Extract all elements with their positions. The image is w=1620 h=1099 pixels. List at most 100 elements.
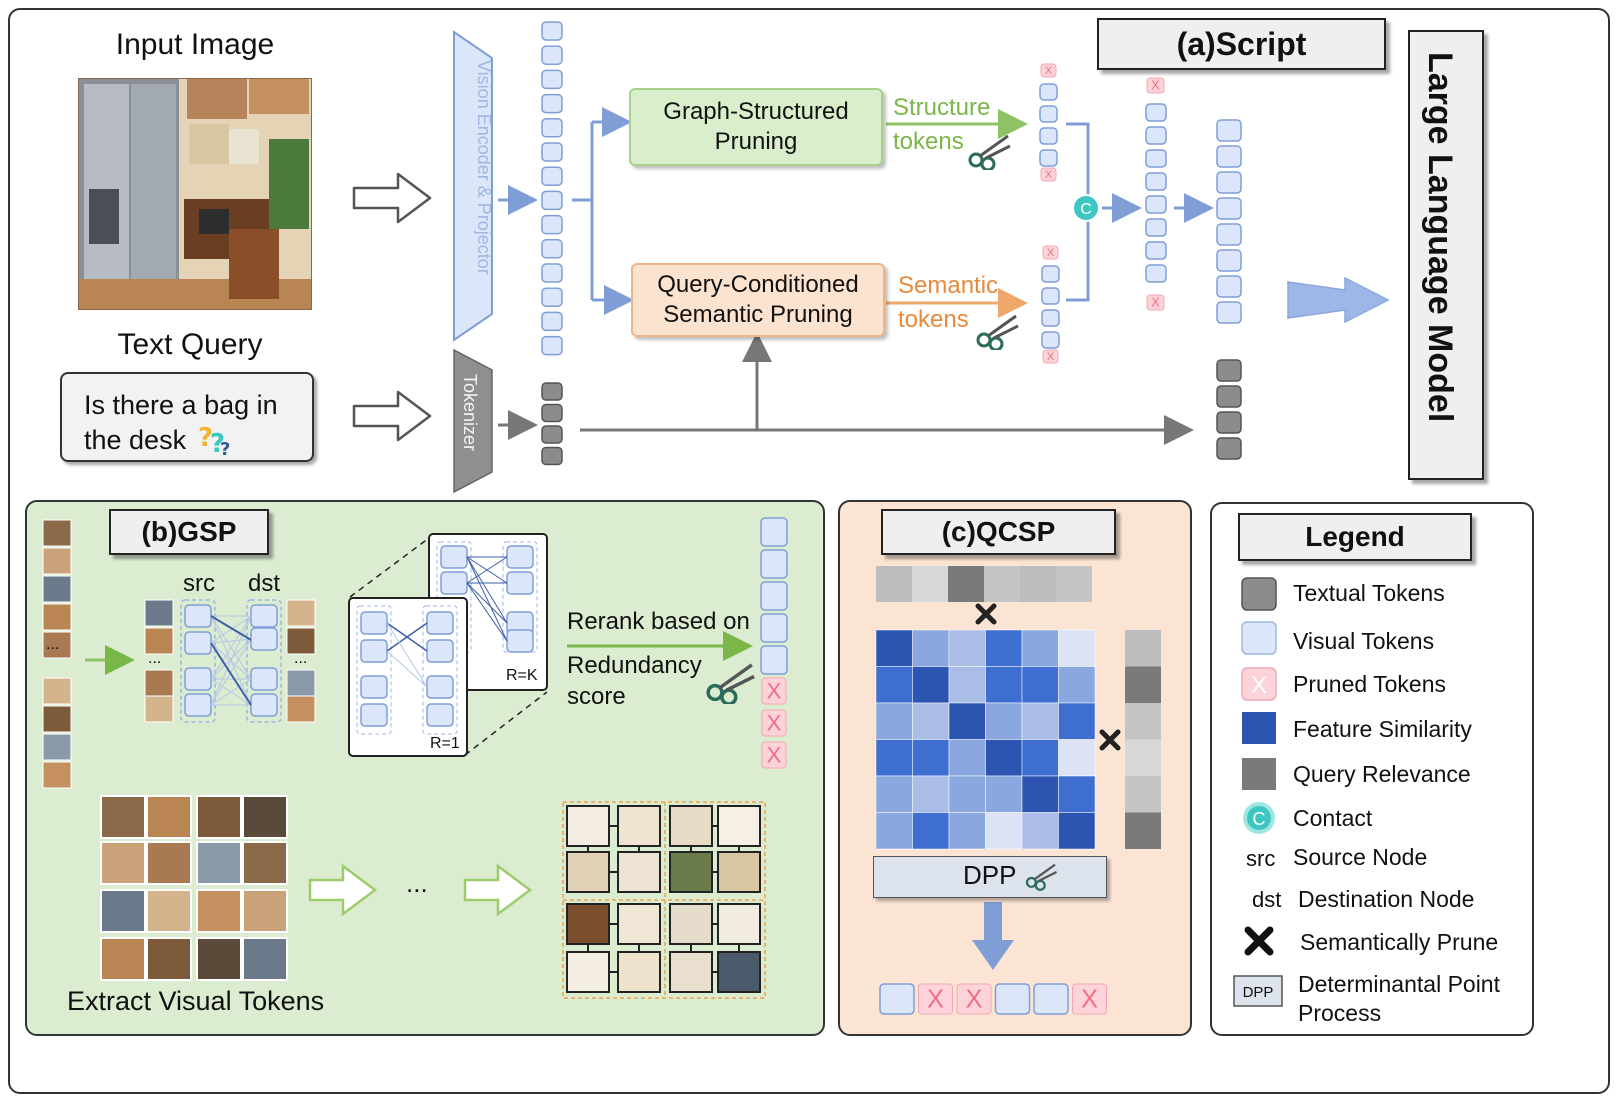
qcsp-title-text: (c)QCSP — [941, 516, 1056, 547]
query-rel-swatch — [1242, 758, 1276, 790]
rerank-line1: Rerank based on — [567, 608, 750, 635]
dpp-box — [873, 856, 1107, 898]
visual-token — [541, 190, 563, 211]
legend-swatches: X C src dst DPP — [1233, 577, 1283, 1007]
graph-node-tile — [669, 805, 713, 847]
legend-dpp-2: Process — [1298, 1000, 1382, 1026]
llm-box — [1408, 30, 1484, 480]
dpp-label: DPP — [963, 860, 1017, 890]
visual-token — [1039, 105, 1058, 123]
input-arrow-icon — [352, 172, 432, 224]
pruned-x: X — [1045, 65, 1053, 77]
qcsp-box-line2: Semantic Pruning — [663, 301, 853, 328]
similarity-cell — [912, 775, 950, 813]
image-patch — [286, 669, 316, 697]
input-image — [78, 78, 312, 310]
prune-x-icon — [975, 603, 997, 625]
similarity-cell — [985, 666, 1023, 704]
visual-token — [541, 239, 563, 259]
gsp-box-line2: Pruning — [714, 128, 798, 155]
pruned-x: X — [1047, 351, 1055, 363]
image-patch — [146, 889, 192, 933]
similarity-cell — [1021, 775, 1059, 813]
visual-token — [506, 545, 534, 569]
visual-token — [1039, 83, 1058, 101]
legend-contact: Contact — [1293, 805, 1373, 831]
graph-node-tile — [566, 951, 610, 993]
pruned-token — [956, 983, 992, 1015]
src-abbr: src — [1246, 846, 1275, 871]
pruned-token — [1072, 983, 1107, 1015]
visual-token — [360, 639, 388, 663]
image-patch — [242, 937, 288, 981]
image-patch — [286, 627, 316, 655]
query-arrow-icon — [352, 390, 432, 442]
legend-semprune: Semantically Prune — [1300, 929, 1499, 955]
text-token — [1216, 385, 1242, 408]
graph-node-tile — [566, 805, 610, 847]
visual-token — [360, 611, 388, 635]
legend-textual: Textual Tokens — [1293, 580, 1445, 606]
image-patch — [42, 631, 72, 659]
src-node — [184, 693, 212, 717]
feature-sim-swatch — [1242, 712, 1276, 744]
dst-node — [250, 604, 278, 628]
pruned-x: X — [767, 742, 782, 767]
pruned-token — [761, 677, 787, 705]
pruned-token — [1040, 167, 1057, 182]
image-patch — [196, 937, 242, 981]
visual-token — [1216, 301, 1242, 324]
visual-token — [1216, 275, 1242, 298]
query-relevance-cell — [1125, 703, 1161, 740]
llm-label: Large Language Model — [1421, 52, 1459, 423]
image-patch — [146, 795, 192, 839]
image-patch — [42, 519, 72, 547]
visual-token — [1216, 171, 1242, 194]
vision-encoder-label: Vision Encoder & Projector — [474, 60, 494, 275]
visual-token — [1145, 172, 1167, 191]
dpp-abbr: DPP — [1243, 984, 1274, 1001]
image-patch — [196, 841, 242, 885]
similarity-cell — [948, 775, 986, 813]
pruned-x: X — [965, 985, 982, 1013]
pruned-token — [1042, 349, 1059, 364]
input-image-label: Input Image — [115, 28, 275, 61]
text-token — [541, 382, 563, 401]
legend-dpp-1: Determinantal Point — [1298, 971, 1500, 997]
similarity-cell — [948, 666, 986, 704]
visual-token — [1041, 331, 1060, 349]
similarity-cell — [1058, 812, 1096, 850]
script-title: (a)Script — [1097, 18, 1386, 70]
visual-token — [426, 639, 454, 663]
image-patch — [144, 669, 174, 697]
svg-text:?: ? — [198, 423, 213, 453]
query-relevance-cell — [1020, 566, 1056, 602]
rerank-line2: Redundancy — [567, 652, 702, 679]
pruned-token — [918, 983, 953, 1015]
graph-node-tile — [617, 851, 661, 893]
image-patch — [146, 937, 192, 981]
visual-token — [426, 675, 454, 699]
similarity-cell — [1021, 702, 1059, 740]
visual-token — [541, 142, 563, 162]
image-patch — [42, 761, 72, 789]
prune-x-icon — [1244, 926, 1274, 956]
pruned-x: X — [1251, 672, 1267, 699]
similarity-cell — [1021, 739, 1059, 777]
visual-token — [1216, 145, 1242, 168]
similarity-cell — [875, 812, 913, 850]
scissors-icon — [976, 314, 1019, 350]
similarity-cell — [1058, 629, 1096, 667]
image-patch — [100, 889, 146, 933]
semantic-label-1: Semantic — [898, 272, 999, 299]
svg-text:?: ? — [220, 439, 230, 458]
scissors-icon — [968, 134, 1011, 170]
image-patch — [42, 547, 72, 575]
similarity-cell — [912, 666, 950, 704]
similarity-cell — [912, 739, 950, 777]
visual-token — [760, 581, 788, 611]
gsp-ellipsis-left: ... — [46, 636, 60, 653]
branch-lines — [572, 120, 625, 302]
visual-token — [506, 571, 534, 595]
